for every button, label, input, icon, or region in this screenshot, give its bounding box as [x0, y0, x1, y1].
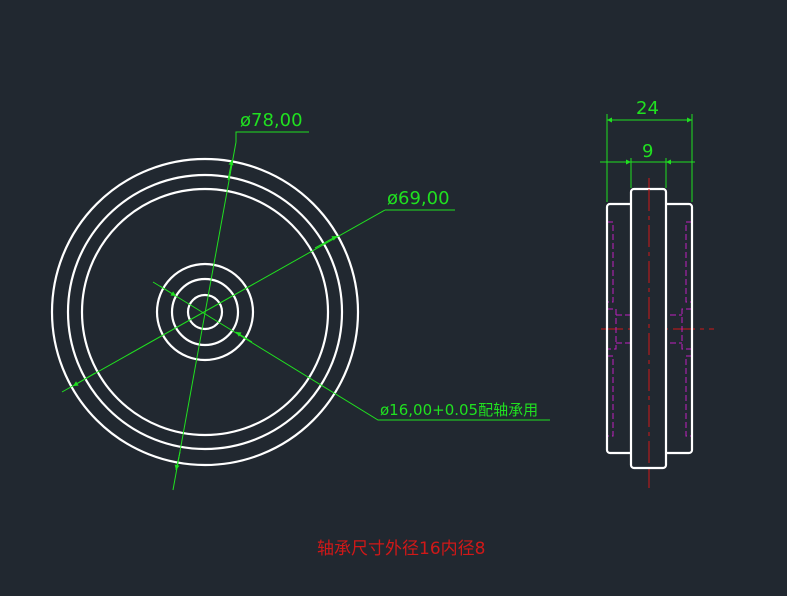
inner-rim-circle — [80, 187, 330, 437]
bore-circle — [186, 293, 224, 331]
dim-outer-diameter: ø78,00 — [240, 110, 303, 131]
front-dimensions — [61, 131, 550, 491]
dim-width: 24 — [636, 98, 659, 119]
middle-rim-circle — [66, 173, 344, 451]
side-dimensions — [600, 114, 695, 202]
leader-78 — [235, 131, 309, 142]
dim-line-16 — [152, 281, 550, 421]
dim-bore-diameter: ø16,00+0.05配轴承用 — [380, 401, 538, 419]
bearing-note: 轴承尺寸外径16内径8 — [317, 539, 485, 559]
dim-line-69 — [61, 209, 386, 393]
side-view — [601, 178, 714, 488]
front-view — [50, 157, 360, 467]
dim-line-78 — [172, 141, 237, 491]
dim-middle-diameter: ø69,00 — [387, 188, 450, 209]
outer-rim-circle — [50, 157, 360, 467]
dim-hub-width: 9 — [642, 141, 653, 162]
hub-outer-circle — [155, 262, 255, 362]
hub-middle-circle — [170, 277, 240, 347]
